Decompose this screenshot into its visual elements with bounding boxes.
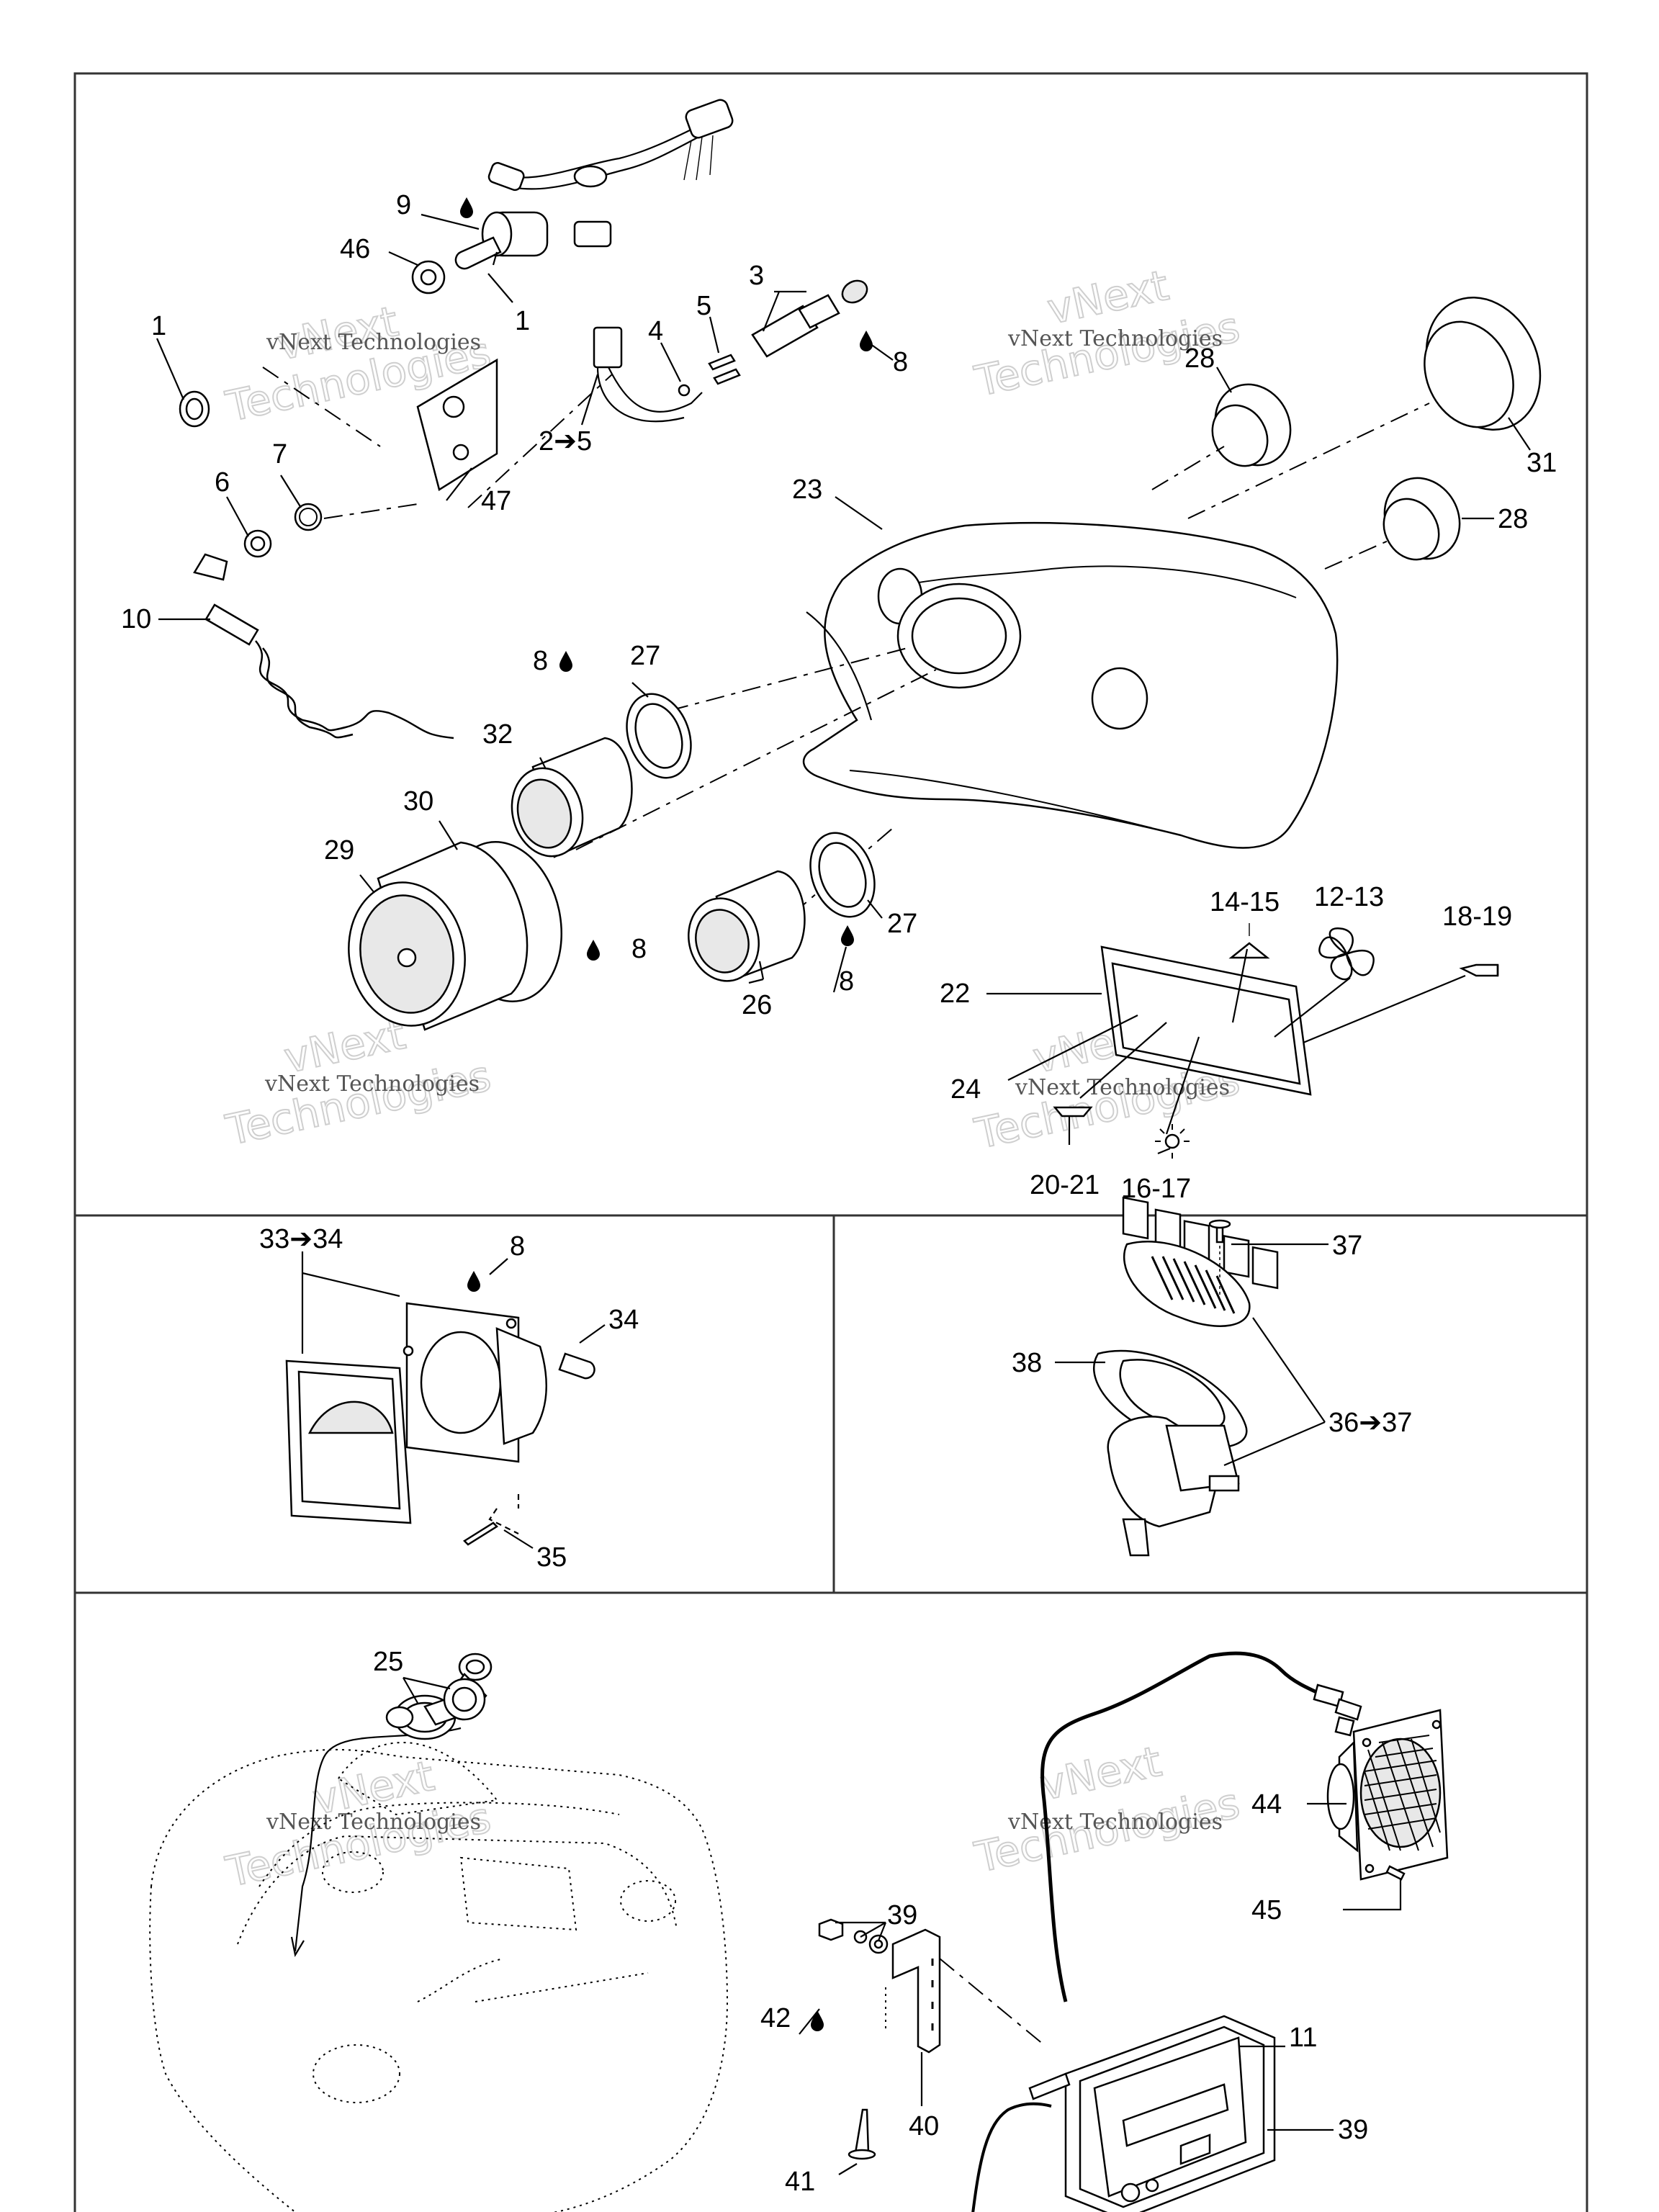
leader-lines [156,213,1531,1155]
callout-40: 40 [909,2111,939,2141]
svg-text:vNext Technologies: vNext Technologies [1007,326,1223,351]
callout-18-19: 18-19 [1442,902,1512,932]
callout-5: 5 [696,291,711,321]
callout-38: 38 [1012,1348,1042,1378]
callout-8: 8 [893,347,908,377]
gauge-bezel-assembly [285,1302,595,1546]
callout-27: 27 [630,641,660,671]
leader-lines [1055,1243,1328,1467]
panel-frames [73,72,1588,2212]
callout-6: 6 [215,467,230,498]
leader-lines [301,1251,606,1549]
callout-28: 28 [1498,504,1528,534]
callout-16-17: 16-17 [1121,1174,1191,1204]
svg-text:vNext Technologies: vNext Technologies [264,1071,480,1097]
callout-46: 46 [340,234,370,264]
leader-lines [799,1802,1402,2175]
callout-35: 35 [536,1542,567,1573]
leader-lines [403,1676,451,1704]
svg-text:vNext Technologies: vNext Technologies [266,1809,481,1835]
callout-8: 8 [839,966,854,997]
callout-32: 32 [482,719,513,750]
svg-text:vNext Technologies: vNext Technologies [266,330,481,355]
callout-44: 44 [1251,1789,1282,1820]
callout-12-13: 12-13 [1314,882,1384,912]
callout-8: 8 [533,646,548,676]
callout-33-34: 33➔34 [259,1224,343,1254]
callout-8: 8 [510,1231,525,1262]
callout-4: 4 [648,316,663,346]
callout-1: 1 [515,306,530,336]
light-icon [1228,923,1270,959]
callout-45: 45 [1251,1895,1282,1925]
callout-8: 8 [631,934,647,964]
callout-24: 24 [950,1074,981,1105]
console-outline [149,1727,729,2212]
fan-icon [1318,927,1375,981]
callout-34: 34 [608,1305,639,1335]
svg-text:vNext Technologies: vNext Technologies [1015,1075,1230,1100]
bulb-icon [1155,1124,1190,1159]
light-icon [1053,1106,1093,1118]
callout-26: 26 [742,990,772,1020]
callout-39: 39 [1338,2115,1368,2145]
callout-22: 22 [940,979,970,1009]
callout-labels: 9 46 1 1 3 5 4 8 2➔5 7 6 47 10 23 28 31 … [121,190,1557,2197]
callout-39: 39 [887,1900,917,1930]
callout-2-5: 2➔5 [539,426,592,457]
callout-20-21: 20-21 [1030,1170,1100,1200]
callout-25: 25 [373,1647,403,1677]
callout-1: 1 [151,311,166,341]
callout-31: 31 [1527,448,1557,478]
callout-11: 11 [1289,2023,1317,2053]
callout-37: 37 [1332,1231,1362,1261]
speaker-amplifier-assembly [818,1651,1449,2212]
callout-47: 47 [481,486,511,516]
top-panel-parts [179,99,1542,1290]
svg-text:vNext Technologies: vNext Technologies [1007,1809,1223,1835]
horn-icon [1459,963,1499,977]
drop-icon [811,2010,824,2031]
callout-14-15: 14-15 [1210,887,1280,917]
callout-42: 42 [760,2003,791,2033]
power-outlet [385,1653,493,1740]
callout-9: 9 [396,190,411,220]
callout-30: 30 [403,786,433,817]
callout-36-37: 36➔37 [1328,1408,1412,1438]
callout-27: 27 [887,909,917,939]
callout-29: 29 [324,835,354,866]
callout-23: 23 [792,475,822,505]
callout-10: 10 [121,604,151,634]
drop-icon [467,1271,480,1292]
callout-3: 3 [749,261,764,291]
callout-7: 7 [272,439,287,469]
vent-assembly [1093,1219,1251,1557]
callout-41: 41 [785,2167,815,2197]
callout-28: 28 [1184,343,1215,374]
